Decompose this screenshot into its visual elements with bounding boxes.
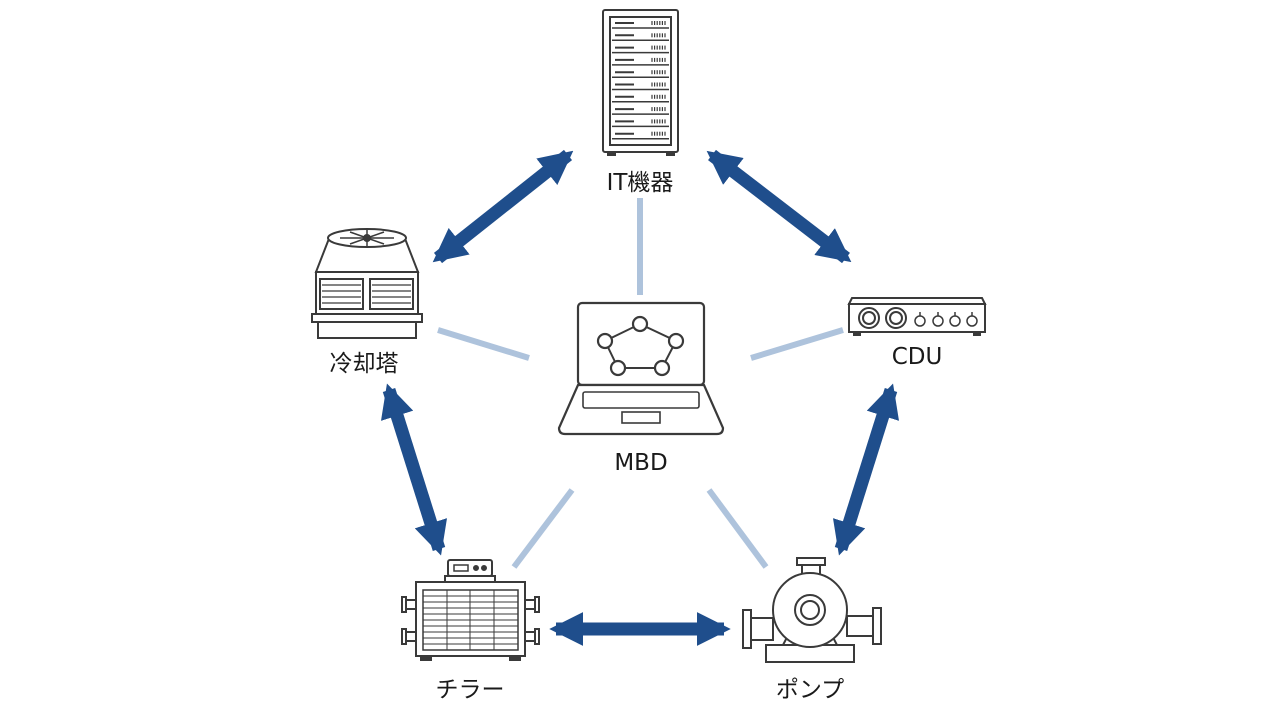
spoke-to-cdu [750, 327, 844, 361]
server-rack-icon [602, 9, 679, 156]
node-label-center: MBD [614, 450, 668, 476]
spoke-to-tower [437, 327, 530, 361]
chiller-icon [401, 559, 540, 661]
node-label-tower: 冷却塔 [329, 351, 399, 377]
arrow-it-tower [432, 149, 574, 264]
cooling-tower-icon [311, 228, 423, 339]
node-label-it: IT機器 [606, 170, 674, 196]
laptop-model-icon [557, 301, 725, 436]
node-label-cdu: CDU [891, 344, 943, 370]
spoke-to-pump [706, 488, 769, 569]
arrow-cdu-pump [832, 383, 900, 556]
spoke-to-chiller [511, 488, 575, 569]
cdu-unit-icon [847, 297, 987, 336]
node-label-chiller: チラー [435, 677, 505, 703]
arrow-it-cdu [706, 149, 852, 264]
pump-icon [742, 557, 882, 663]
node-label-pump: ポンプ [775, 677, 845, 703]
arrow-tower-chiller [380, 383, 448, 556]
